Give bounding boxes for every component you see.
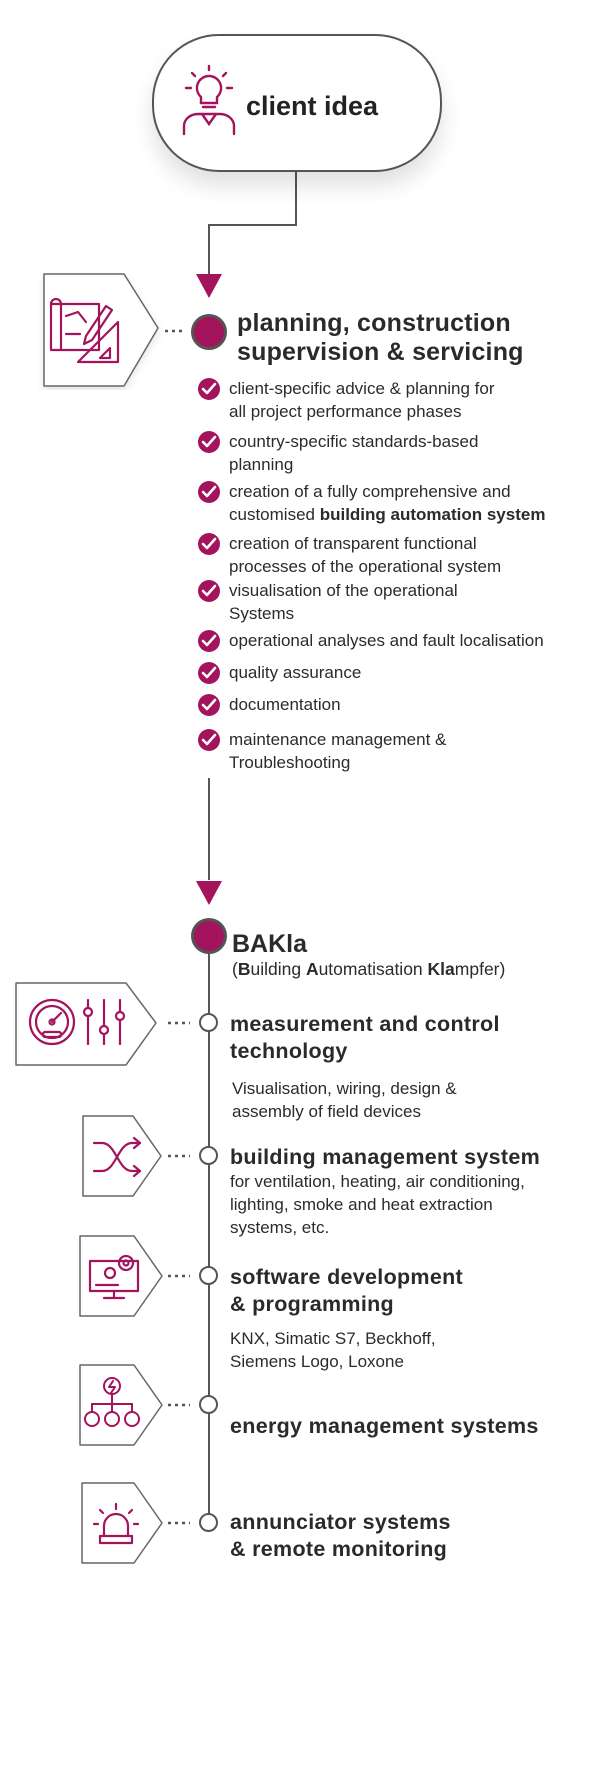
bakla-subtitle: (Building Automatisation Klampfer)	[232, 959, 506, 979]
connector-start	[208, 168, 297, 275]
service-2-icon-box	[82, 1115, 162, 1197]
planning-node	[191, 314, 227, 350]
arrow-head-2	[196, 881, 222, 905]
checkmark-icon	[198, 378, 220, 400]
bakla-node	[191, 918, 227, 954]
service-3-desc: KNX, Simatic S7, Beckhoff,Siemens Logo, …	[230, 1329, 436, 1371]
checkmark-icon	[198, 533, 220, 555]
checkmark-icon	[198, 630, 220, 652]
checkmark-icon	[198, 580, 220, 602]
planning-icon-box	[43, 273, 159, 387]
checkmark-icon	[198, 729, 220, 751]
alarm-siren-icon	[92, 1502, 140, 1545]
checkmark-icon	[198, 431, 220, 453]
service-2-desc: for ventilation, heating, air conditioni…	[230, 1172, 525, 1237]
planning-title: planning, construction supervision & ser…	[237, 309, 524, 366]
energy-hierarchy-icon	[84, 1377, 140, 1427]
service-2-title: building management system	[230, 1145, 541, 1169]
service-3-title: software development& programming	[230, 1265, 463, 1316]
service-3-node	[199, 1266, 218, 1285]
idea-lightbulb-person-icon	[182, 64, 236, 136]
blueprint-pencil-ruler-icon	[49, 297, 120, 364]
service-3-icon-box	[79, 1235, 163, 1317]
monitor-gears-icon	[88, 1254, 140, 1300]
service-4-title: energy management systems	[230, 1414, 539, 1438]
arrow-head-1	[196, 274, 222, 298]
service-1-desc: Visualisation, wiring, design &assembly …	[232, 1079, 457, 1121]
bakla-title: BAKla	[232, 930, 308, 958]
service-1-node	[199, 1013, 218, 1032]
checkmark-icon	[198, 694, 220, 716]
service-2-node	[199, 1146, 218, 1165]
shuffle-arrows-icon	[92, 1137, 142, 1177]
checkmark-icon	[198, 662, 220, 684]
service-4-node	[199, 1395, 218, 1414]
service-5-title: annunciator systems& remote monitoring	[230, 1510, 451, 1561]
service-5-node	[199, 1513, 218, 1532]
checkmark-icon	[198, 481, 220, 503]
gauge-sliders-icon	[28, 998, 126, 1046]
start-label: client idea	[246, 91, 379, 121]
